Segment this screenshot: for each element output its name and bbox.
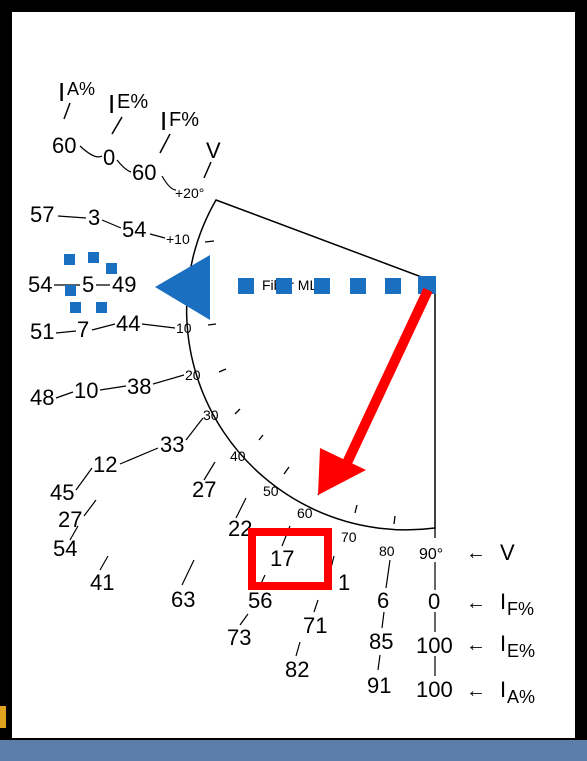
row80-connectors [377, 559, 391, 671]
row60-ia: 41 [90, 570, 114, 595]
row70b-if: 1 [338, 570, 350, 595]
row60-if: 17 [270, 546, 294, 571]
rowm10-connectors [55, 323, 176, 334]
header-ie: I [108, 89, 115, 119]
row30-ia: 45 [50, 480, 74, 505]
angle-m20: 20 [185, 367, 201, 383]
angle-50: 50 [263, 483, 279, 499]
corner-mark [0, 706, 6, 728]
row10-ia: 57 [30, 202, 54, 227]
row40-if: 27 [192, 477, 216, 502]
right-v: V [500, 540, 515, 565]
row70b-ie: 71 [303, 613, 327, 638]
row20-connectors [79, 145, 177, 191]
blue-dotted-circle [64, 252, 117, 313]
row40-connectors [83, 461, 216, 517]
row20-if: 60 [132, 160, 156, 185]
highlight-box [248, 528, 332, 590]
right-ia-sub: A% [507, 687, 535, 707]
rowm20-if: 38 [127, 374, 151, 399]
row0-if: 49 [112, 272, 136, 297]
row90-ia: 100 [416, 677, 453, 702]
row10-connectors [57, 215, 166, 239]
right-ia: I [500, 677, 506, 702]
row20-ie: 0 [103, 145, 115, 170]
red-arrow [318, 287, 433, 495]
row0-ie: 5 [82, 272, 94, 297]
arrow-glyph-if: ← [466, 592, 486, 614]
rowm20-ie: 10 [74, 378, 98, 403]
angle-m10: 10 [176, 320, 192, 336]
row90-ie: 100 [416, 633, 453, 658]
row30-if: 33 [160, 432, 184, 457]
rowm10-ie: 7 [77, 317, 89, 342]
row30-ie: 12 [93, 452, 117, 477]
angle-90: 90° [419, 546, 443, 563]
header-pointers [63, 102, 212, 179]
blue-dotted-arrow [155, 255, 436, 320]
angle-70: 70 [341, 529, 357, 545]
row10-if: 54 [122, 217, 146, 242]
row80-ie: 85 [369, 629, 393, 654]
angle-30: 30 [203, 407, 219, 423]
row70-ie: 56 [248, 588, 272, 613]
rowm10-if: 44 [116, 311, 140, 336]
row90-if: 0 [428, 589, 440, 614]
right-if: I [500, 589, 506, 614]
angle-60: 60 [297, 505, 313, 521]
right-if-sub: F% [507, 599, 534, 619]
header-ia-sub: A% [67, 79, 95, 99]
right-legend: ← V ← I F% ← I E% ← I A% [466, 540, 535, 707]
row80-if: 6 [377, 588, 389, 613]
row50-connectors [69, 497, 247, 541]
header-ie-sub: E% [117, 91, 148, 113]
row80-ia: 91 [367, 673, 391, 698]
row20-ia: 60 [52, 133, 76, 158]
header-if: I [160, 106, 167, 136]
row70-extra: 73 [227, 625, 251, 650]
bottom-strip [0, 740, 587, 761]
arrow-glyph-ie: ← [466, 634, 486, 656]
rowm10-ia: 51 [30, 319, 54, 344]
row70-ia: 63 [171, 587, 195, 612]
angle-10: +10 [166, 231, 190, 247]
row30-connectors [75, 417, 204, 491]
arrow-glyph-v: ← [466, 542, 486, 564]
header-labels: I A% I E% I F% V [58, 77, 221, 179]
row70b-ia: 82 [285, 657, 309, 682]
right-ie-sub: E% [507, 641, 535, 661]
header-ia: I [58, 77, 65, 107]
header-v: V [206, 138, 221, 163]
row10-ie: 3 [88, 205, 100, 230]
row50-ia: 54 [53, 536, 77, 561]
angle-80: 80 [379, 543, 395, 559]
row40-ia: 27 [58, 507, 82, 532]
angle-40: 40 [230, 448, 246, 464]
arrow-glyph-ia: ← [466, 680, 486, 702]
rowm20-ia: 48 [30, 385, 54, 410]
row0-ia: 54 [28, 272, 52, 297]
right-ie: I [500, 631, 506, 656]
angle-20: +20° [175, 185, 204, 201]
rowm20-connectors [55, 374, 185, 399]
header-if-sub: F% [169, 109, 199, 131]
